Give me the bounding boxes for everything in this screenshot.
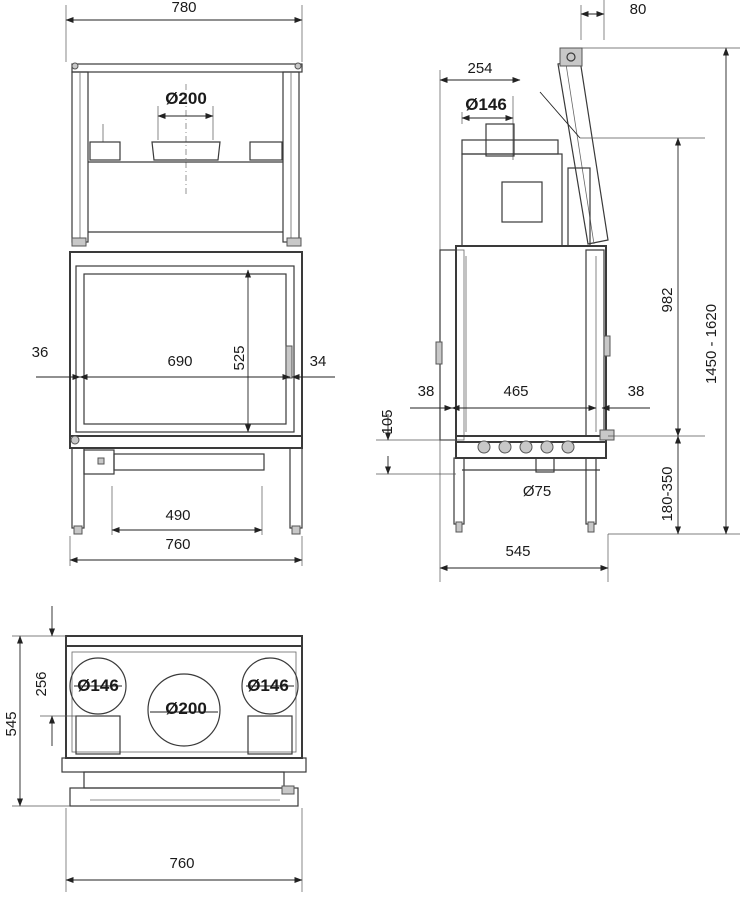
top-left-air-hole — [69, 657, 127, 715]
top-width-label: 760 — [169, 855, 194, 872]
side-air-offset-label: 254 — [467, 60, 492, 77]
front-base-rail — [69, 435, 303, 449]
side-base — [455, 435, 607, 459]
front-top-plate — [71, 63, 303, 73]
side-inlet-1 — [477, 440, 491, 454]
side-body-height-label: 982 — [659, 287, 676, 312]
top-offset-label: 256 — [33, 671, 50, 696]
top-right-panel — [247, 715, 293, 755]
top-door — [83, 771, 285, 789]
front-left-margin-label: 36 — [32, 344, 49, 361]
front-right-leg — [289, 447, 303, 529]
side-flue-cap — [559, 47, 583, 67]
side-left-margin-label: 38 — [418, 383, 435, 400]
side-inner-depth-label: 465 — [503, 383, 528, 400]
side-upper-body — [461, 153, 563, 247]
side-inlet-4 — [540, 440, 554, 454]
top-flue-hole — [147, 673, 221, 747]
side-air-label: Ø146 — [465, 95, 507, 114]
front-door-frame — [75, 265, 295, 433]
side-inlet-pipe — [535, 457, 555, 473]
front-right-margin-label: 34 — [310, 353, 327, 370]
side-main-body — [455, 245, 607, 443]
front-flue-collar — [151, 141, 221, 161]
front-glass-width-label: 690 — [167, 353, 192, 370]
side-rear-leg — [585, 457, 597, 525]
top-front-rail — [61, 757, 307, 773]
side-leg-height-label: 180-350 — [659, 466, 676, 521]
top-rear-rail — [65, 635, 303, 647]
top-right-hole-label: Ø146 — [247, 676, 289, 695]
front-glass — [83, 273, 287, 425]
front-leg-spacing-label: 490 — [165, 507, 190, 524]
front-base-width-label: 760 — [165, 536, 190, 553]
side-view: 80 254 Ø146 38 — [376, 0, 740, 582]
front-door-handle — [285, 345, 293, 379]
side-bottom-offset-label: 105 — [379, 409, 396, 434]
side-flue-offset-label: 80 — [630, 1, 647, 18]
front-glass-height-label: 525 — [231, 345, 248, 370]
side-tilted-flue — [557, 59, 609, 245]
top-left-panel — [75, 715, 121, 755]
front-width-top-label: 780 — [171, 0, 196, 16]
top-center-hole-label: Ø200 — [165, 699, 207, 718]
side-front-leg — [453, 457, 465, 525]
side-inlet-5 — [561, 440, 575, 454]
front-body — [69, 251, 303, 437]
front-left-leg — [71, 447, 85, 529]
front-view: 780 Ø200 525 36 — [32, 0, 335, 566]
top-depth-label: 545 — [3, 711, 20, 736]
side-access-panel — [501, 181, 543, 223]
top-view: Ø146 Ø200 Ø146 545 256 760 — [3, 606, 307, 892]
side-inlet-label: Ø75 — [523, 483, 551, 500]
side-inlet-3 — [519, 440, 533, 454]
side-door-handle — [435, 341, 443, 365]
front-flue-label: Ø200 — [165, 89, 207, 108]
side-inlet-2 — [498, 440, 512, 454]
front-ash-drawer — [113, 453, 265, 471]
side-depth-label: 545 — [505, 543, 530, 560]
side-right-margin-label: 38 — [628, 383, 645, 400]
top-right-air-hole — [241, 657, 299, 715]
top-left-hole-label: Ø146 — [77, 676, 119, 695]
side-total-height-label: 1450 - 1620 — [703, 304, 720, 384]
